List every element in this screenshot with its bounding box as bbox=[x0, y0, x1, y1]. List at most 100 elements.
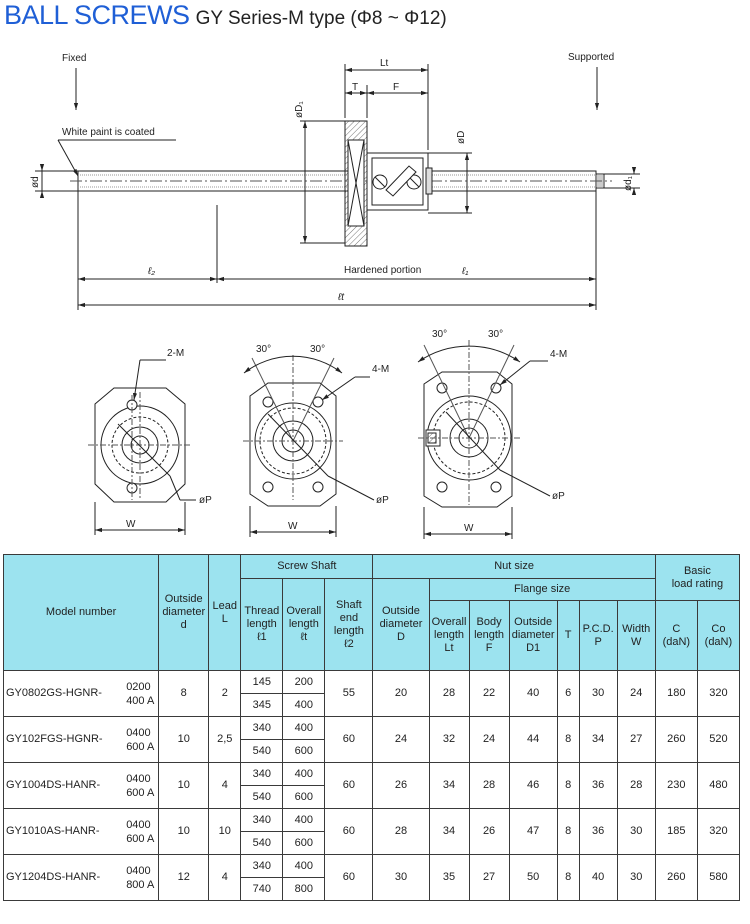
header-t: T bbox=[556, 600, 580, 671]
body-length-cell: 27 bbox=[468, 854, 510, 901]
header-pcd: P.C.D.P bbox=[578, 600, 618, 671]
nut-outside-diameter-cell: 20 bbox=[372, 670, 430, 717]
overall-length-cell: 400 bbox=[282, 808, 326, 832]
shaft-end-length-cell: 60 bbox=[324, 762, 374, 809]
c-cell: 185 bbox=[654, 808, 698, 855]
nut-outside-diameter-cell: 24 bbox=[372, 716, 430, 763]
header-c: C(daN) bbox=[654, 600, 698, 671]
body-length-cell: 26 bbox=[468, 808, 510, 855]
dim-l1: ℓ₁ bbox=[461, 266, 468, 277]
dim-lt: Lt bbox=[380, 58, 389, 69]
label-p-1: øP bbox=[199, 495, 212, 506]
c-cell: 260 bbox=[654, 716, 698, 763]
overall-length-cell: 400 bbox=[282, 762, 326, 786]
outside-diameter-cell: 12 bbox=[158, 854, 210, 901]
co-cell: 320 bbox=[696, 808, 741, 855]
dim-t: T bbox=[352, 82, 358, 93]
overall-length-cell: 600 bbox=[282, 739, 326, 763]
lead-cell: 2,5 bbox=[208, 716, 242, 763]
thread-length-cell: 340 bbox=[240, 716, 284, 740]
flange-outside-diameter-cell: 44 bbox=[508, 716, 558, 763]
shaft-end-length-cell: 55 bbox=[324, 670, 374, 717]
header-co: Co(daN) bbox=[696, 600, 741, 671]
dim-l2: ℓ₂ bbox=[147, 266, 155, 277]
angle-1b: 30° bbox=[310, 344, 325, 355]
t-cell: 8 bbox=[556, 716, 580, 763]
overall-length-cell: 400 bbox=[282, 693, 326, 717]
fixed-label: Fixed bbox=[62, 53, 86, 64]
flange-overall-length-cell: 32 bbox=[428, 716, 470, 763]
co-cell: 320 bbox=[696, 670, 741, 717]
hardened-label: Hardened portion bbox=[344, 265, 421, 276]
shaft-end-length-cell: 60 bbox=[324, 808, 374, 855]
header-flange-size: Flange size bbox=[428, 578, 656, 601]
pcd-cell: 30 bbox=[578, 670, 618, 717]
width-cell: 30 bbox=[616, 808, 656, 855]
thread-length-cell: 540 bbox=[240, 831, 284, 855]
angle-1a: 30° bbox=[256, 344, 271, 355]
angle-2b: 30° bbox=[488, 329, 503, 340]
header-model: Model number bbox=[2, 554, 160, 671]
overall-length-cell: 600 bbox=[282, 785, 326, 809]
flange-overall-length-cell: 34 bbox=[428, 762, 470, 809]
front-view-2: 30° 30° 4-M øP W bbox=[243, 344, 389, 537]
c-cell: 260 bbox=[654, 854, 698, 901]
front-view-1: 2-M øP W bbox=[88, 348, 212, 535]
overall-length-cell: 400 bbox=[282, 854, 326, 878]
white-paint-label: White paint is coated bbox=[62, 127, 155, 138]
co-cell: 580 bbox=[696, 854, 741, 901]
flange-overall-length-cell: 35 bbox=[428, 854, 470, 901]
flange-overall-length-cell: 28 bbox=[428, 670, 470, 717]
label-w-3: W bbox=[464, 523, 474, 534]
pcd-cell: 36 bbox=[578, 762, 618, 809]
body-length-cell: 24 bbox=[468, 716, 510, 763]
t-cell: 8 bbox=[556, 854, 580, 901]
overall-length-cell: 200 bbox=[282, 670, 326, 694]
front-view-3: 30° 30° 4-M øP W bbox=[417, 329, 567, 539]
co-cell: 480 bbox=[696, 762, 741, 809]
shaft-end-length-cell: 60 bbox=[324, 854, 374, 901]
t-cell: 6 bbox=[556, 670, 580, 717]
header-screw-shaft: Screw Shaft bbox=[240, 554, 374, 579]
outside-diameter-cell: 10 bbox=[158, 716, 210, 763]
lead-cell: 4 bbox=[208, 854, 242, 901]
t-cell: 8 bbox=[556, 762, 580, 809]
width-cell: 30 bbox=[616, 854, 656, 901]
header-nut-size: Nut size bbox=[372, 554, 656, 579]
pcd-cell: 34 bbox=[578, 716, 618, 763]
lead-cell: 4 bbox=[208, 762, 242, 809]
nut-outside-diameter-cell: 26 bbox=[372, 762, 430, 809]
nut-outside-diameter-cell: 30 bbox=[372, 854, 430, 901]
overall-length-cell: 800 bbox=[282, 877, 326, 901]
label-2m: 2-M bbox=[167, 348, 184, 359]
label-4m-2: 4-M bbox=[550, 349, 567, 360]
body-length-cell: 28 bbox=[468, 762, 510, 809]
flange-overall-length-cell: 34 bbox=[428, 808, 470, 855]
width-cell: 27 bbox=[616, 716, 656, 763]
width-cell: 28 bbox=[616, 762, 656, 809]
thread-length-cell: 345 bbox=[240, 693, 284, 717]
label-p-3: øP bbox=[552, 491, 565, 502]
title-sub: GY Series-M type (Φ8 ~ Φ12) bbox=[195, 8, 447, 29]
outside-diameter-cell: 8 bbox=[158, 670, 210, 717]
